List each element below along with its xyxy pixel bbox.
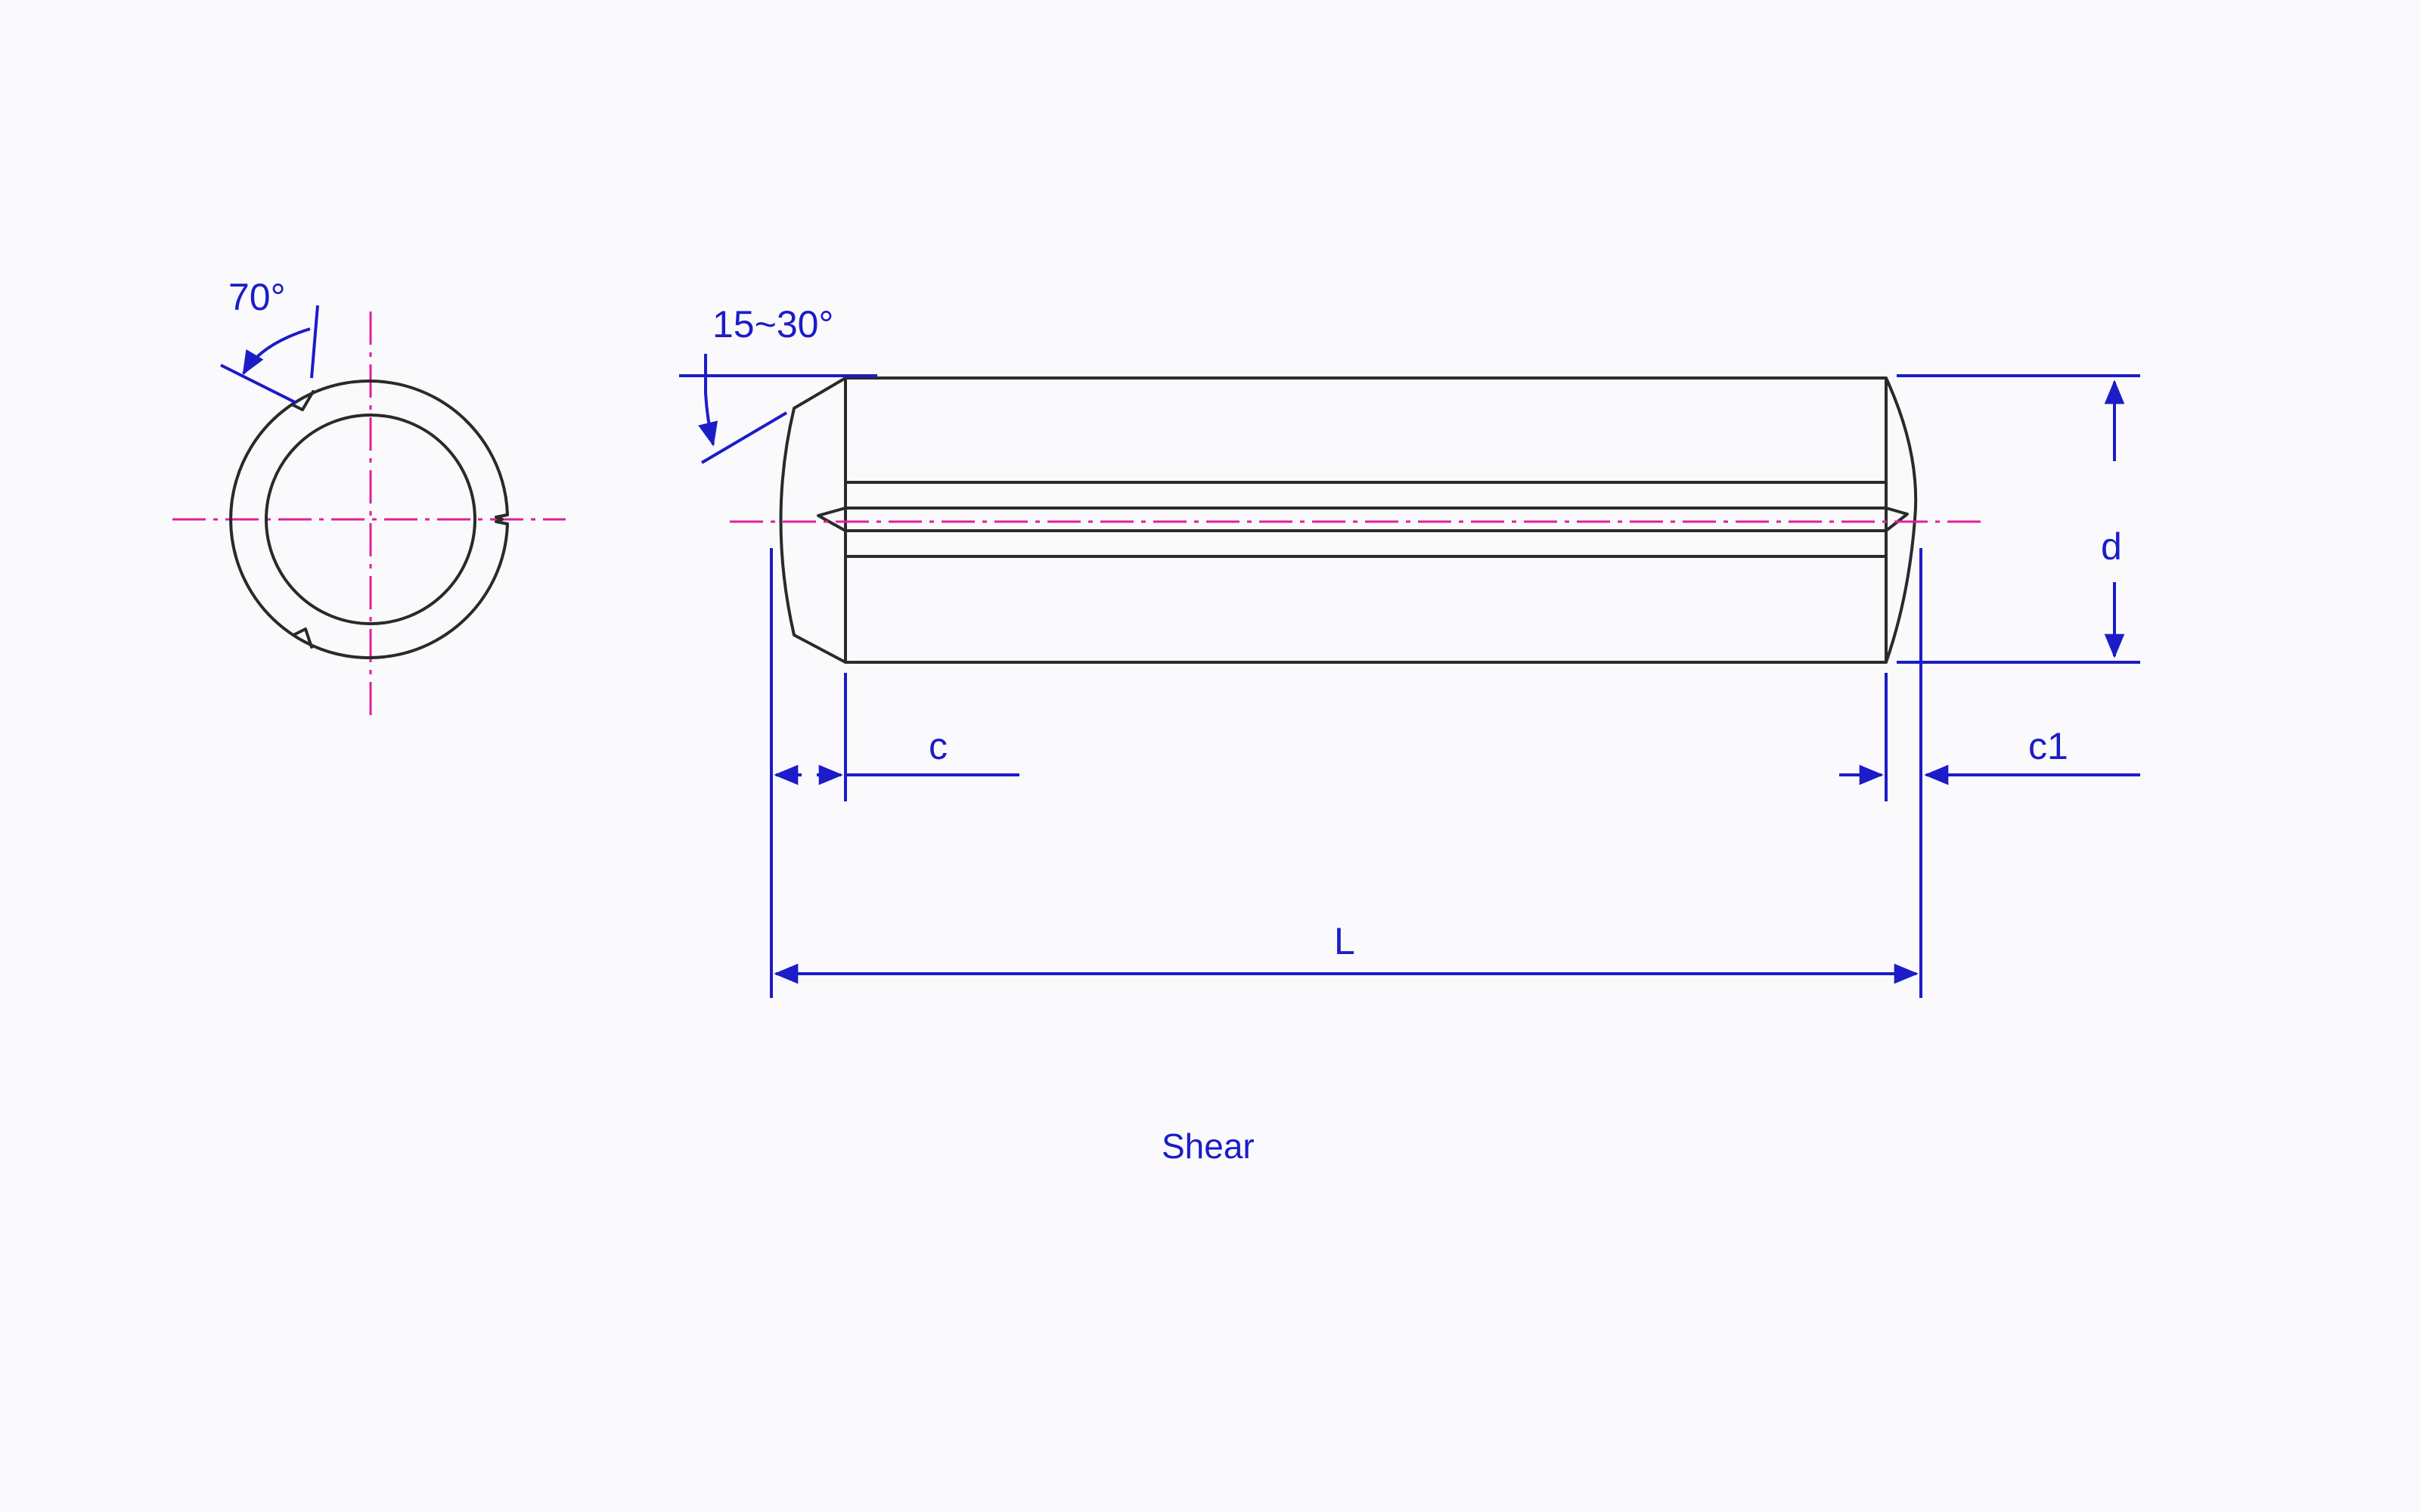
angle-arc-70 <box>242 327 311 376</box>
ring-notch-bottom <box>292 627 313 649</box>
outer-ring <box>229 380 509 659</box>
chamfer-angle-leader <box>700 411 788 464</box>
angle-leader-right <box>310 305 319 379</box>
chamfer-angle-label: 15~30° <box>712 303 833 345</box>
split-slot <box>495 513 509 525</box>
diameter-label: d <box>2101 525 2122 568</box>
c-label: c <box>929 725 948 767</box>
pin-body <box>779 376 1918 664</box>
c1-label: c1 <box>2028 725 2068 767</box>
slot-end-right <box>1885 507 1909 532</box>
angle-leader-left <box>220 364 297 404</box>
inner-circle <box>265 414 476 625</box>
length-label: L <box>1334 920 1355 962</box>
slot-angle-label: 70° <box>228 276 286 318</box>
caption: Shear <box>1162 1126 1255 1166</box>
chamfer-angle-arc <box>698 354 718 447</box>
slot-end-left <box>817 507 847 532</box>
ring-notch-top <box>290 390 315 411</box>
side-view: 15~30° d c c1 L <box>679 303 2140 998</box>
end-view: 70° <box>172 276 566 718</box>
